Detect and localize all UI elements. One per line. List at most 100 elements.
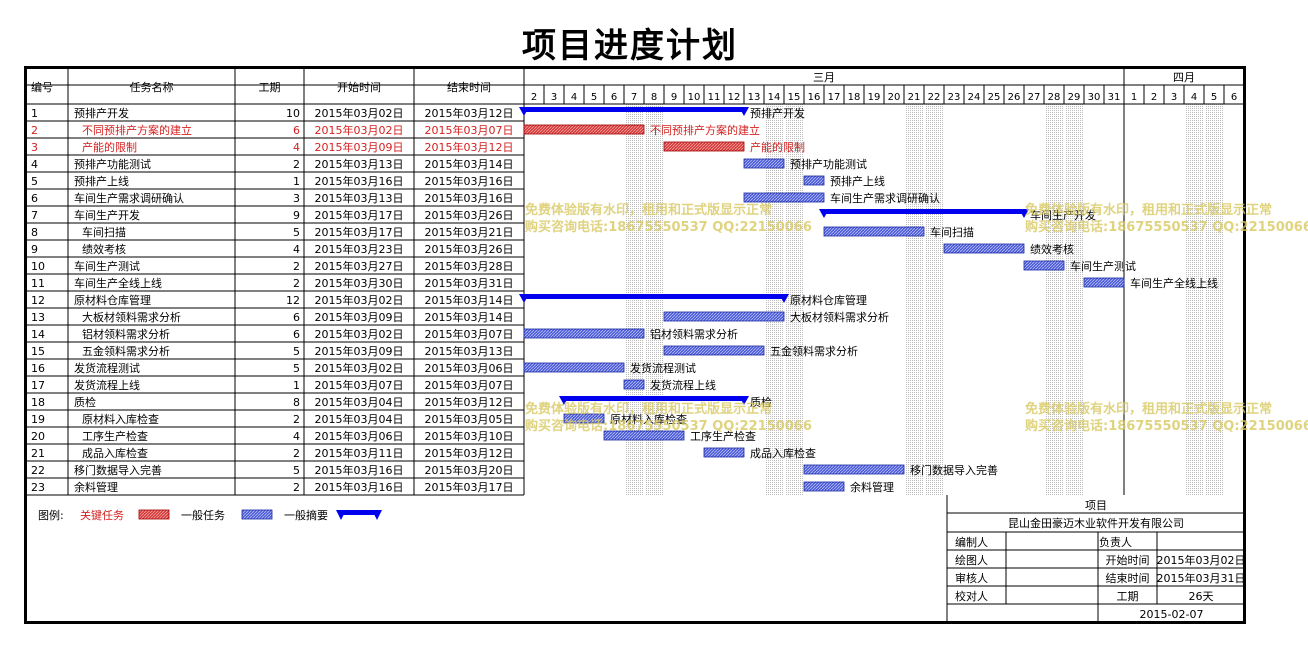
weekend-column: [1205, 104, 1224, 495]
summary-bar: [564, 396, 744, 401]
watermark-line1: 免费体验版有水印，租用和正式版显示正常: [525, 401, 772, 417]
task-bar: [523, 328, 645, 339]
task-name: 车间扫描: [82, 225, 126, 239]
day-label: 2: [531, 92, 537, 103]
legend-summary-cap: [336, 510, 346, 520]
bar-label: 发货流程上线: [650, 378, 716, 392]
task-name: 移门数据导入完善: [74, 463, 162, 477]
task-name: 绩效考核: [82, 242, 126, 256]
task-duration: 4: [293, 141, 300, 154]
task-id: 1: [31, 107, 38, 120]
column-header-end: 结束时间: [447, 81, 491, 94]
task-id: 5: [31, 175, 38, 188]
task-name: 预排产上线: [74, 174, 129, 188]
summary-cap: [819, 209, 829, 218]
task-duration: 4: [293, 243, 300, 256]
day-label: 31: [1108, 92, 1121, 103]
bar-label: 车间生产需求调研确认: [830, 191, 940, 205]
task-end: 2015年03月26日: [425, 242, 514, 256]
bar-label: 质检: [750, 395, 772, 409]
task-id: 9: [31, 243, 38, 256]
month-label: 四月: [1173, 71, 1195, 84]
bar-label: 余料管理: [850, 480, 894, 494]
critical-task-bar: [663, 141, 745, 152]
task-end: 2015年03月06日: [425, 361, 514, 375]
task-bar: [663, 311, 785, 322]
critical-task-bar: [523, 124, 645, 135]
bar-label: 预排产开发: [750, 106, 805, 120]
task-end: 2015年03月13日: [425, 344, 514, 358]
watermark-line2: 购买咨询电话:18675550537 QQ:22150066: [1025, 418, 1308, 434]
task-name: 余料管理: [74, 480, 118, 494]
info-date: 2015-02-07: [1140, 608, 1204, 621]
info-start-label: 开始时间: [1106, 553, 1150, 567]
task-end: 2015年03月12日: [425, 395, 514, 409]
summary-cap: [739, 396, 749, 405]
task-start: 2015年03月23日: [315, 242, 404, 256]
watermark-line2: 购买咨询电话:18675550537 QQ:22150066: [525, 418, 812, 434]
weekend-column: [1065, 104, 1084, 495]
task-id: 23: [31, 481, 45, 494]
task-start: 2015年03月04日: [315, 412, 404, 426]
task-bar: [743, 158, 785, 169]
task-duration: 2: [293, 158, 300, 171]
task-start: 2015年03月27日: [315, 259, 404, 273]
day-label: 2: [1151, 92, 1157, 103]
task-id: 7: [31, 209, 38, 222]
task-bar: [703, 447, 745, 458]
info-duration-value: 26天: [1189, 590, 1214, 603]
task-end: 2015年03月17日: [425, 480, 514, 494]
task-name: 车间生产全线上线: [74, 276, 162, 290]
task-id: 18: [31, 396, 45, 409]
task-start: 2015年03月09日: [315, 310, 404, 324]
watermark-line1: 免费体验版有水印，租用和正式版显示正常: [1025, 202, 1272, 218]
summary-cap: [1019, 209, 1029, 218]
task-id: 10: [31, 260, 45, 273]
task-start: 2015年03月07日: [315, 378, 404, 392]
task-duration: 6: [293, 311, 300, 324]
task-name: 质检: [74, 395, 96, 409]
bar-label: 五金领料需求分析: [770, 344, 858, 358]
day-label: 28: [1048, 92, 1061, 103]
task-start: 2015年03月11日: [315, 446, 404, 460]
task-duration: 8: [293, 396, 300, 409]
task-name: 大板材领料需求分析: [82, 310, 181, 324]
task-duration: 5: [293, 226, 300, 239]
page-title: 项目进度计划: [522, 26, 738, 66]
task-id: 8: [31, 226, 38, 239]
task-bar: [623, 379, 645, 390]
day-label: 26: [1008, 92, 1021, 103]
task-start: 2015年03月02日: [315, 361, 404, 375]
task-end: 2015年03月21日: [425, 225, 514, 239]
task-duration: 3: [293, 192, 300, 205]
task-end: 2015年03月16日: [425, 174, 514, 188]
day-label: 21: [908, 92, 921, 103]
day-label: 4: [1191, 92, 1197, 103]
bar-label: 原材料入库检查: [610, 412, 687, 426]
task-end: 2015年03月26日: [425, 208, 514, 222]
task-end: 2015年03月16日: [425, 191, 514, 205]
weekend-column: [1045, 104, 1064, 495]
task-name: 原材料仓库管理: [74, 293, 151, 307]
bar-label: 移门数据导入完善: [910, 463, 998, 477]
task-bar: [743, 192, 825, 203]
summary-bar: [524, 107, 744, 112]
day-label: 30: [1088, 92, 1101, 103]
task-start: 2015年03月02日: [315, 327, 404, 341]
day-label: 6: [611, 92, 617, 103]
summary-cap: [519, 107, 529, 116]
task-name: 车间生产测试: [74, 259, 140, 273]
info-project-label: 项目: [1085, 499, 1107, 512]
task-name: 产能的限制: [82, 140, 137, 154]
task-id: 20: [31, 430, 45, 443]
legend-task-label: 一般任务: [181, 509, 225, 522]
day-label: 20: [888, 92, 901, 103]
summary-cap: [519, 294, 529, 303]
task-end: 2015年03月20日: [425, 463, 514, 477]
legend-task-swatch: [241, 509, 273, 520]
day-label: 25: [988, 92, 1001, 103]
legend-critical-label: 关键任务: [80, 508, 124, 522]
watermark-line2: 购买咨询电话:18675550537 QQ:22150066: [525, 219, 812, 235]
task-bar: [603, 430, 685, 441]
task-bar: [823, 226, 925, 237]
